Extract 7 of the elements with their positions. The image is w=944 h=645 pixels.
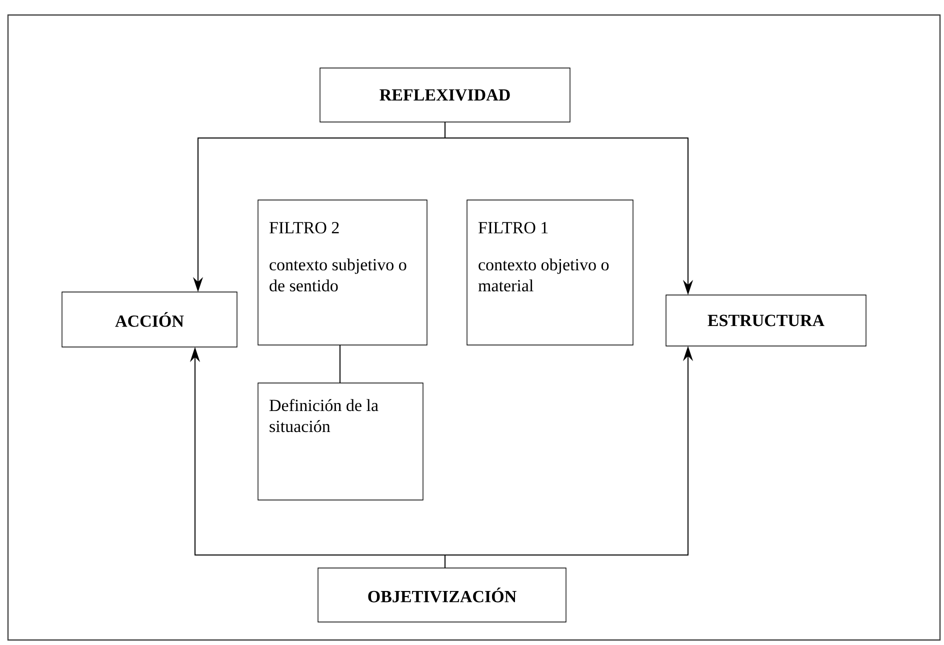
concept-box: OBJETIVIZACIÓN xyxy=(318,568,566,622)
concept-box: ESTRUCTURA xyxy=(666,294,866,346)
definition-box: Definición de la situación xyxy=(258,382,424,500)
filter-box: FILTRO 1 contexto objetivo o material xyxy=(466,200,634,346)
concept-box: REFLEXIVIDAD xyxy=(320,68,570,122)
filter-box: FILTRO 2 contexto subjetivo o de sentido xyxy=(258,200,428,346)
concept-box: ACCIÓN xyxy=(62,292,238,348)
